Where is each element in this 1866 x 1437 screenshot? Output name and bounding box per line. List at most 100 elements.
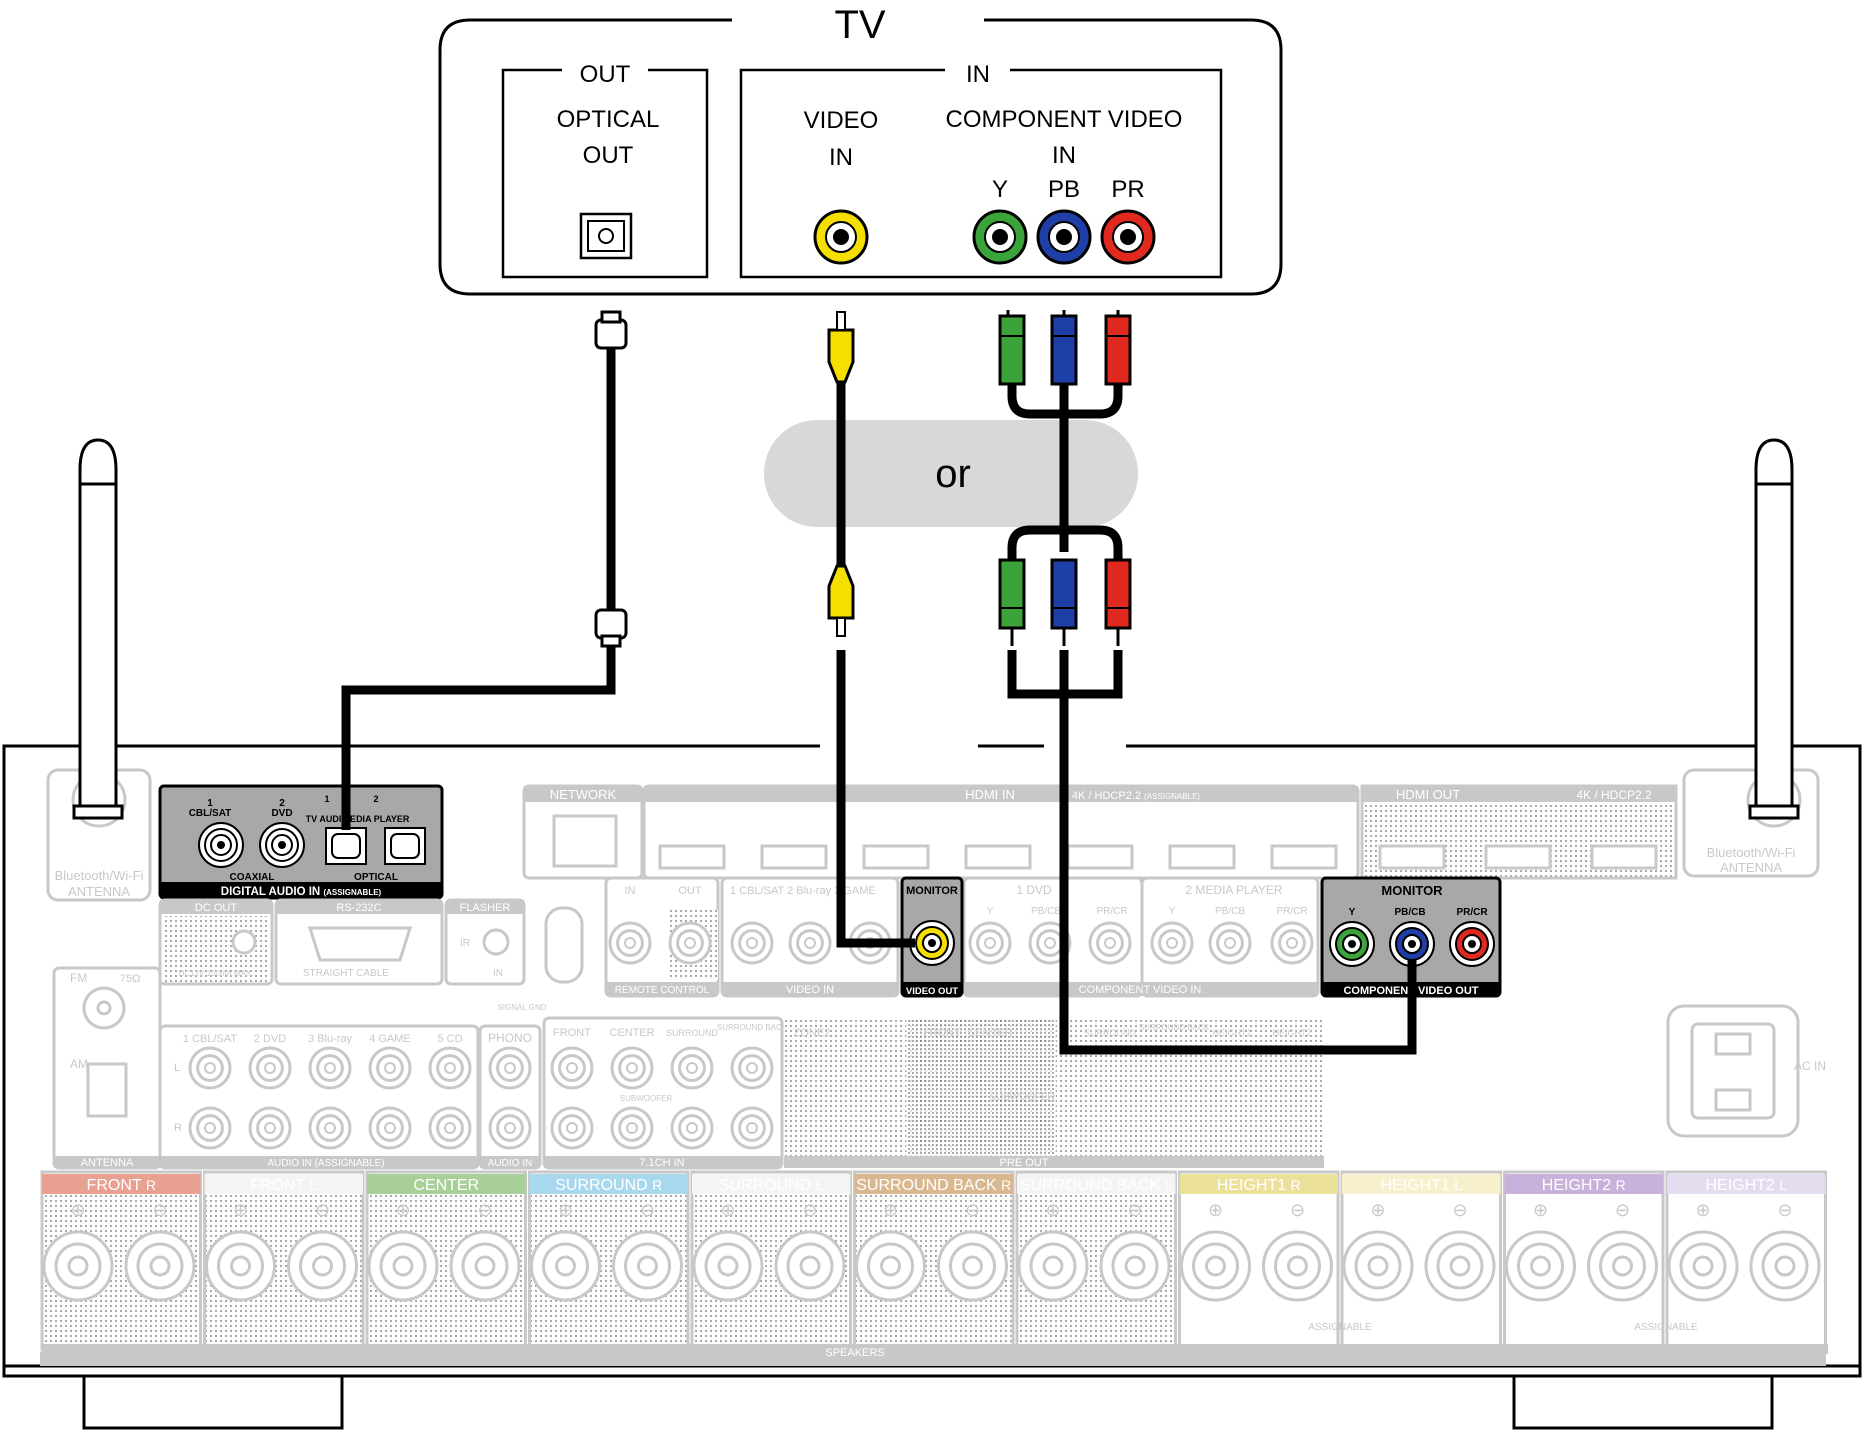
speaker-post[interactable] [449, 1230, 521, 1302]
speaker-side-10: L [1779, 1177, 1787, 1193]
speaker-post[interactable] [937, 1230, 1008, 1302]
component-in-y-1: Y [987, 906, 994, 917]
audio-in-r-jack-5 [428, 1106, 472, 1150]
speaker-terminal-surround-l: SURROUND L⊕⊖ [690, 1170, 852, 1352]
speaker-post[interactable] [124, 1230, 196, 1302]
audio-in-r-jack-4 [368, 1106, 412, 1150]
speaker-post[interactable] [612, 1230, 683, 1302]
da-input3-name: TV AUDIO [306, 814, 349, 824]
component-in-jack-5 [1208, 921, 1252, 965]
speaker-terminal-front-l: FRONT L⊕⊖ [203, 1170, 365, 1352]
receiver-component-out-y-jack[interactable] [1329, 921, 1375, 967]
audio-in-l-jack-2 [248, 1046, 292, 1090]
tv-component-y-jack[interactable] [972, 209, 1028, 265]
speaker-side-0: R [146, 1177, 156, 1193]
component-in-label-2: 2 MEDIA PLAYER [1185, 883, 1282, 897]
audio-in-l-jack-4 [368, 1046, 412, 1090]
speaker-post[interactable] [1342, 1230, 1414, 1302]
speaker-post[interactable] [1262, 1230, 1333, 1302]
receiver-foot-right [1512, 1370, 1774, 1430]
tv-out-label: OUT [580, 61, 631, 88]
speaker-label-8: HEIGHT1 L [1380, 1177, 1462, 1194]
speaker-post[interactable] [1099, 1230, 1171, 1302]
speaker-label-5: SURROUND BACK R [856, 1177, 1011, 1194]
speaker-post[interactable] [367, 1230, 439, 1302]
plus-icon: ⊕ [1533, 1200, 1548, 1220]
remote-in-label: IN [625, 885, 636, 897]
speaker-post[interactable] [1017, 1230, 1089, 1302]
speaker-terminal-center: CENTER⊕⊖ [365, 1170, 527, 1352]
ch71-top-jack-2 [610, 1046, 654, 1090]
speaker-post[interactable] [1424, 1230, 1496, 1302]
fm-label: FM [70, 971, 87, 985]
preout-height2-label: HEIGHT2 [1272, 1028, 1311, 1038]
minus-icon: ⊖ [315, 1200, 330, 1220]
speaker-side-3: R [652, 1177, 662, 1193]
optical-jack-media-player[interactable] [384, 827, 426, 865]
plug-top-y [998, 314, 1026, 386]
tv-component-pr-jack[interactable] [1100, 209, 1156, 265]
speaker-post[interactable] [1587, 1230, 1658, 1302]
speaker-terminal-height1-r: HEIGHT1 R⊕⊖ [1178, 1170, 1340, 1352]
or-label: or [935, 452, 971, 496]
component-out-pb-label: PB/CB [1394, 907, 1425, 918]
tv-video-in-jack[interactable] [813, 209, 869, 265]
component-in-jack-4 [1150, 921, 1194, 965]
audio-in-label-2: 2 DVD [254, 1033, 286, 1045]
speaker-post[interactable] [1180, 1230, 1251, 1302]
tv-optical-out-line2: OUT [583, 142, 634, 169]
antenna-left-label-2: ANTENNA [68, 884, 130, 899]
minus-icon: ⊖ [640, 1200, 655, 1220]
speaker-post[interactable] [1505, 1230, 1576, 1302]
hdmi-in-label: HDMI IN [965, 787, 1015, 802]
flasher-ir-label: IR [460, 938, 470, 949]
minus-icon: ⊖ [965, 1200, 980, 1220]
monitor-video-out-section: MONITOR VIDEO OUT [900, 876, 964, 998]
speaker-terminal-surround-r: SURROUND R⊕⊖ [528, 1170, 690, 1352]
speaker-terminal-surround-back-r: SURROUND BACK R ⊕ ⊖ [853, 1170, 1015, 1352]
receiver-component-out-pr-jack[interactable] [1449, 921, 1495, 967]
receiver-component-out-pb-jack[interactable] [1389, 921, 1435, 967]
tv-optical-port[interactable] [579, 212, 633, 260]
plus-icon: ⊕ [395, 1200, 410, 1220]
audio-in-label-3: 3 Blu-ray [308, 1033, 353, 1045]
minus-icon: ⊖ [802, 1200, 817, 1220]
component-out-pr-label: PR/CR [1456, 907, 1488, 918]
receiver-video-out-jack[interactable] [909, 920, 955, 966]
speaker-label-1: FRONT L [250, 1177, 317, 1194]
tv-component-pr-label: PR [1111, 176, 1144, 203]
speaker-post[interactable] [287, 1230, 358, 1302]
receiver-foot-left [82, 1370, 344, 1430]
speaker-label-4: SURROUND L [719, 1177, 824, 1194]
speaker-post[interactable] [42, 1230, 114, 1302]
audio-in-l-jack-5 [428, 1046, 472, 1090]
speaker-terminal-surround-back-l: SURROUND BACK L⊕⊖ [1015, 1170, 1177, 1352]
speaker-post[interactable] [1667, 1230, 1739, 1302]
audio-in-label-1: 1 CBL/SAT [183, 1033, 237, 1045]
ac-in-label: AC IN [1794, 1059, 1826, 1073]
speaker-post[interactable] [774, 1230, 846, 1302]
minus-icon: ⊖ [1452, 1200, 1467, 1220]
minus-icon: ⊖ [1127, 1200, 1142, 1220]
tv-component-pb-jack[interactable] [1036, 209, 1092, 265]
speaker-label-9: HEIGHT2 R [1542, 1177, 1626, 1194]
coaxial-jack-1[interactable] [198, 822, 244, 868]
hdmi-out-label: HDMI OUT [1396, 787, 1460, 802]
ch71-bottom-jack-4 [730, 1106, 774, 1150]
speaker-post[interactable] [1749, 1230, 1821, 1302]
ch71-bottom-jack-3 [670, 1106, 714, 1150]
plus-icon: ⊕ [883, 1200, 898, 1220]
remote-control-label: REMOTE CONTROL [615, 985, 710, 996]
speaker-post[interactable] [692, 1230, 764, 1302]
speaker-post[interactable] [855, 1230, 926, 1302]
optical-jack-tv-audio[interactable] [325, 827, 367, 865]
hdmi-out-4k-label: 4K / HDCP2.2 [1576, 788, 1652, 802]
component-in-footer: COMPONENT VIDEO IN [1079, 984, 1202, 996]
coaxial-jack-2[interactable] [259, 822, 305, 868]
component-in-jack-3 [1088, 921, 1132, 965]
speaker-post[interactable] [530, 1230, 601, 1302]
speaker-post[interactable] [205, 1230, 276, 1302]
